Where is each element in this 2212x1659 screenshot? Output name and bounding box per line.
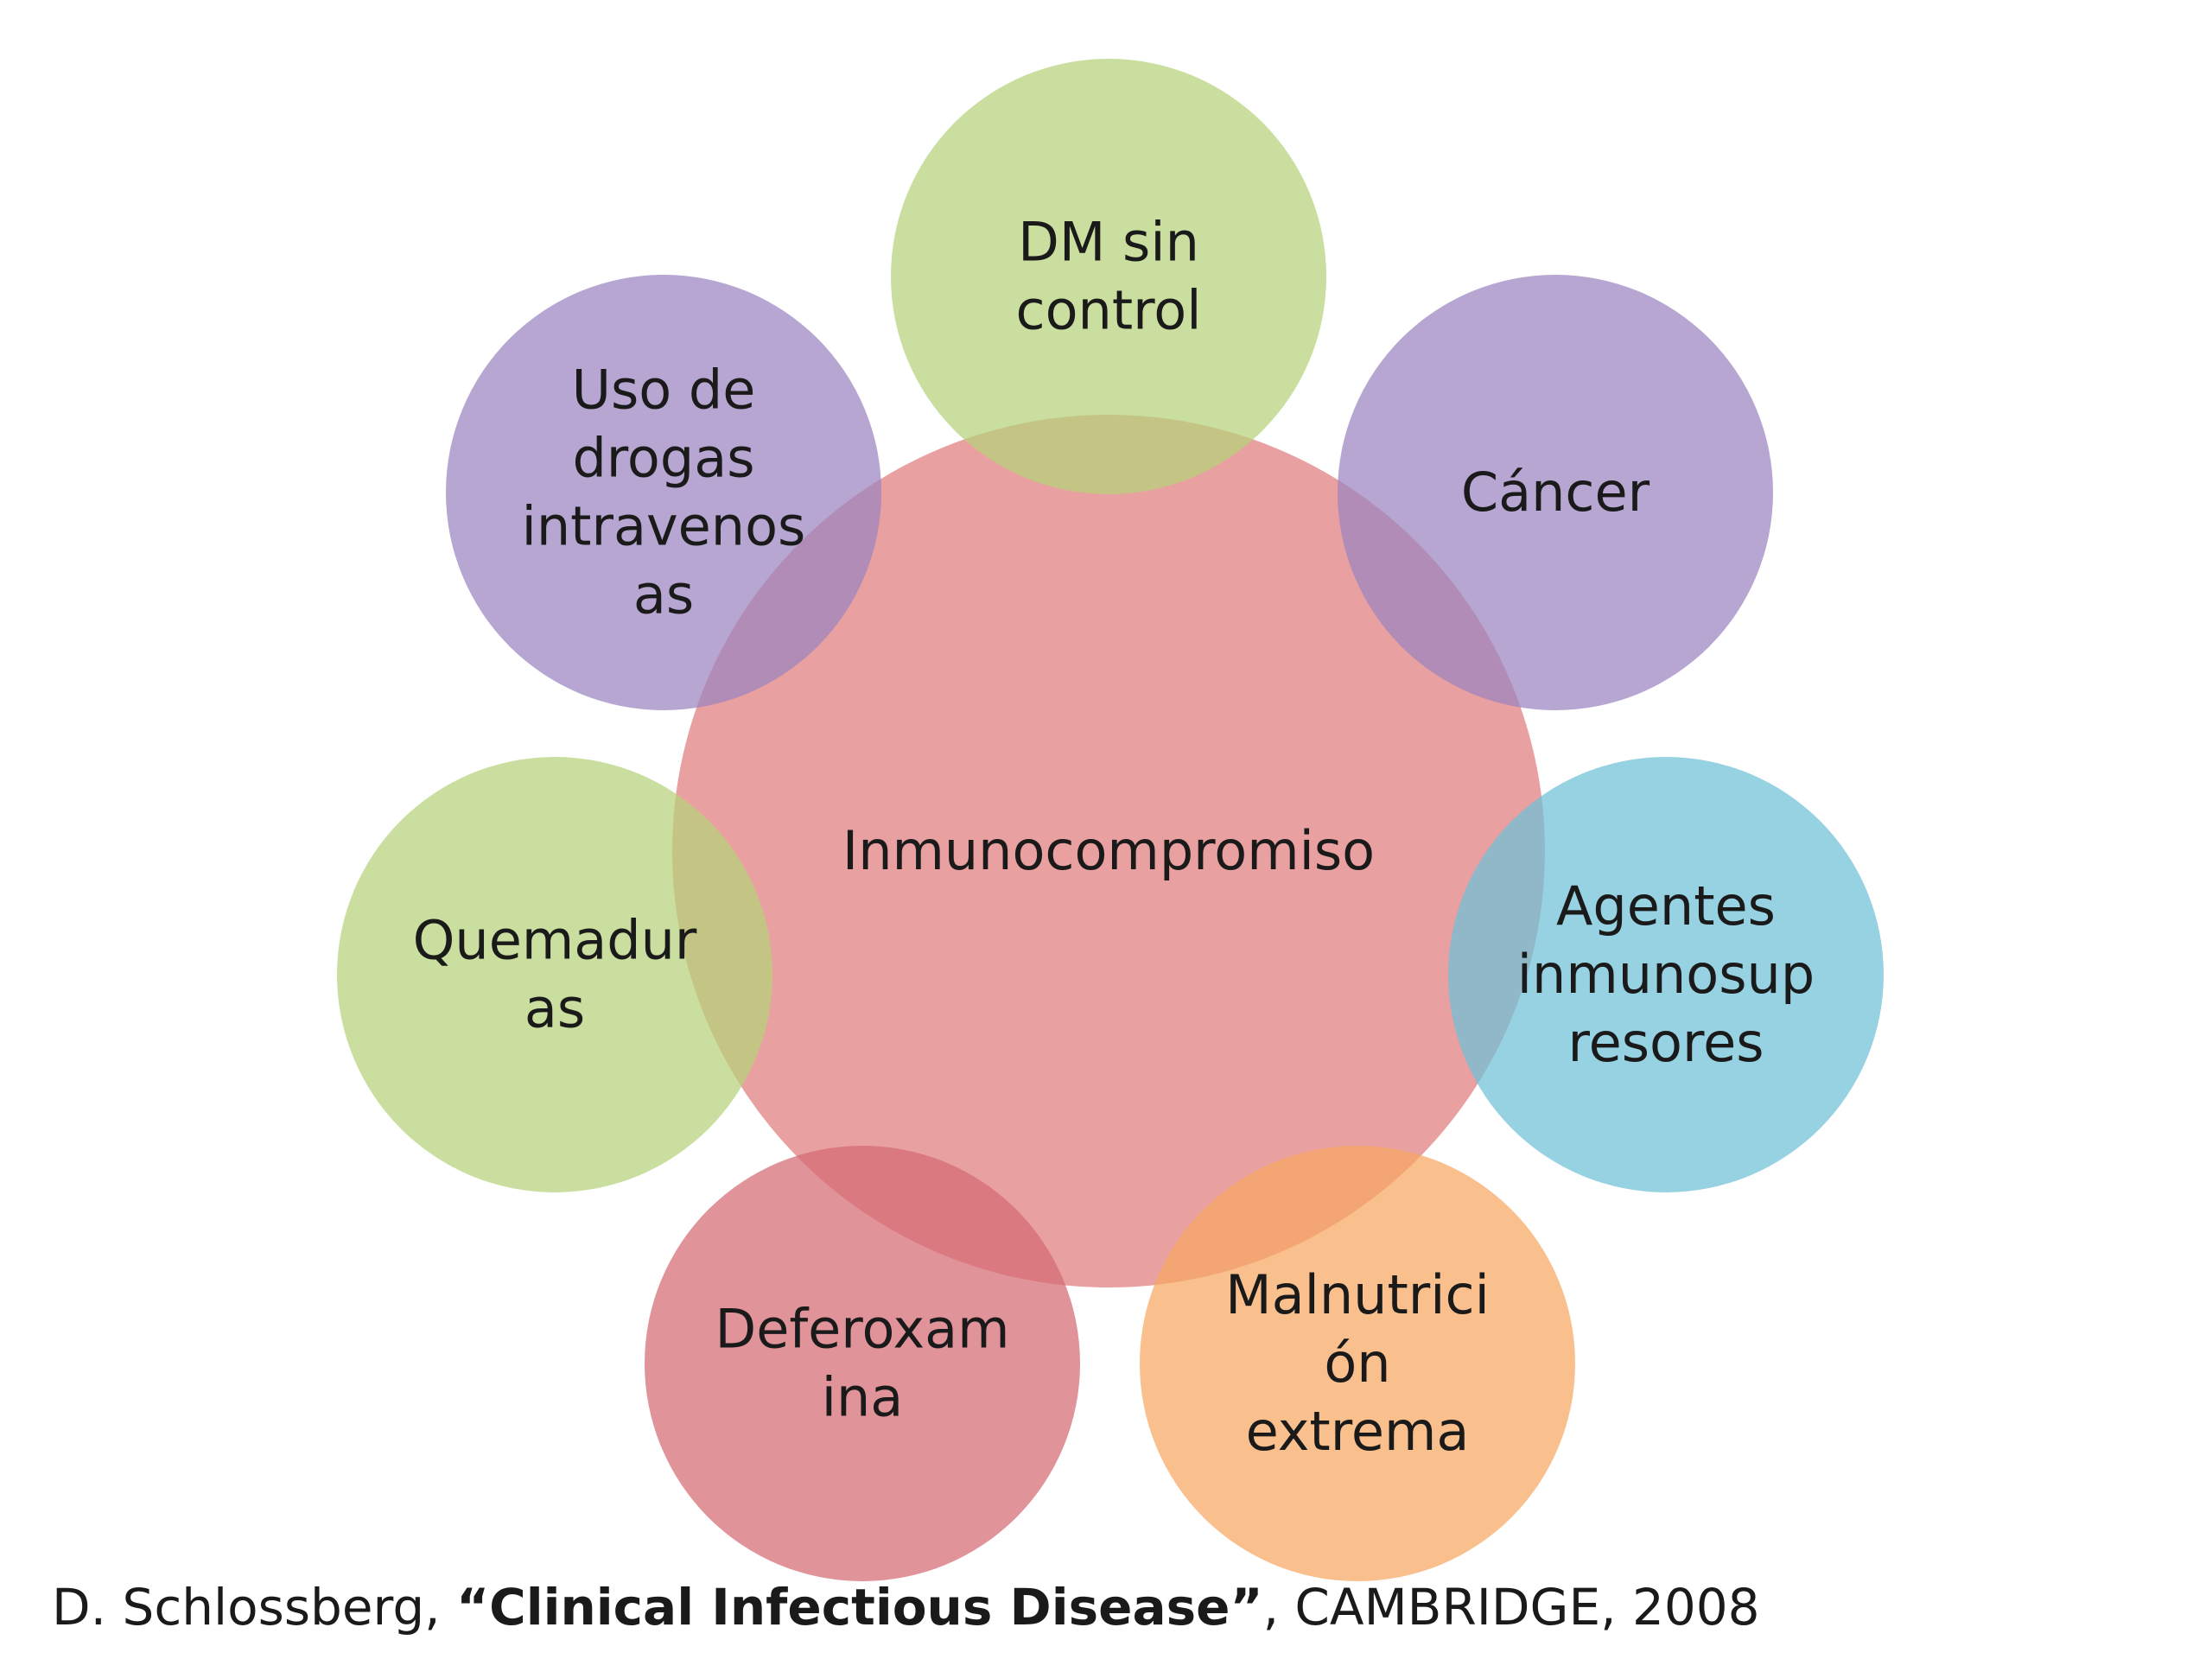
label-dm-line: DM sin: [1018, 211, 1199, 274]
center-circle: [672, 415, 1545, 1287]
label-quemaduras-line: as: [524, 977, 585, 1040]
label-drogas-line: as: [633, 563, 694, 626]
label-malnutricion-line: Malnutrici: [1225, 1263, 1490, 1326]
citation-author: D. Schlossberg,: [52, 1578, 457, 1637]
label-malnutricion-line: extrema: [1246, 1400, 1470, 1463]
label-deferoxamina-line: Deferoxam: [715, 1298, 1009, 1361]
label-deferoxamina-line: ina: [822, 1366, 904, 1429]
label-dm-line: control: [1016, 279, 1202, 342]
circle-agentes: [1448, 757, 1884, 1192]
circle-deferoxamina: [645, 1146, 1080, 1581]
label-drogas-line: drogas: [572, 427, 754, 490]
label-agentes-line: inmunosup: [1517, 943, 1815, 1006]
center-label-line: Inmunocompromiso: [842, 819, 1375, 882]
label-drogas-line: intravenos: [522, 495, 806, 558]
circle-malnutricion: [1140, 1146, 1575, 1581]
label-malnutricion-line: ón: [1324, 1332, 1390, 1395]
circle-drogas: [446, 275, 881, 710]
citation: D. Schlossberg, “Clinical Infectious Dis…: [52, 1573, 2195, 1642]
label-agentes-line: Agentes: [1556, 874, 1776, 938]
label-quemaduras-line: Quemadur: [413, 909, 697, 972]
citation-rest: , CAMBRIDGE, 2008: [1262, 1578, 1760, 1637]
circle-quemaduras: [337, 757, 772, 1192]
citation-title: “Clinical Infectious Disease”: [456, 1578, 1263, 1637]
circle-cancer: [1338, 275, 1773, 710]
label-agentes-line: resores: [1567, 1011, 1764, 1074]
label-drogas-line: Uso de: [572, 359, 756, 422]
circle-dm: [891, 59, 1326, 494]
center-label: Inmunocompromiso: [842, 819, 1375, 882]
label-cancer: Cáncer: [1461, 461, 1650, 524]
label-cancer-line: Cáncer: [1461, 461, 1650, 524]
